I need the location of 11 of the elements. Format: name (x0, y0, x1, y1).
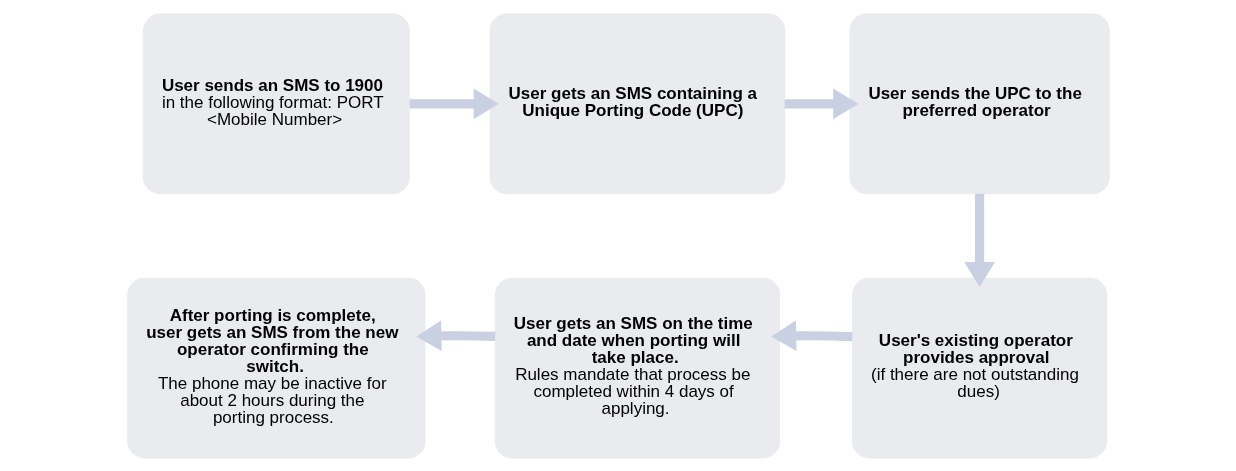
arrow (409, 87, 499, 119)
node-box: After porting is complete, user gets an SMS from the new operator confirming the switch. The phone may be inactive for about 2 hours during the porting process. (126, 277, 425, 458)
arrow (415, 319, 495, 351)
node-box: User sends the UPC to the preferred operator (848, 13, 1110, 194)
node-box: User gets an SMS on the time and date when porting will take place. Rules mandate that process be completed within 4 days of applying. (494, 277, 780, 458)
arrow (784, 87, 858, 119)
arrow (963, 193, 995, 287)
arrow (770, 319, 853, 351)
node-box: User sends an SMS to 1900 in the following format: PORT <Mobile Number> (142, 13, 410, 194)
node-box: User's existing operator provides approval (if there are not outstanding dues) (851, 277, 1107, 458)
node-box: User gets an SMS containing a Unique Porting Code (UPC) (489, 13, 785, 194)
